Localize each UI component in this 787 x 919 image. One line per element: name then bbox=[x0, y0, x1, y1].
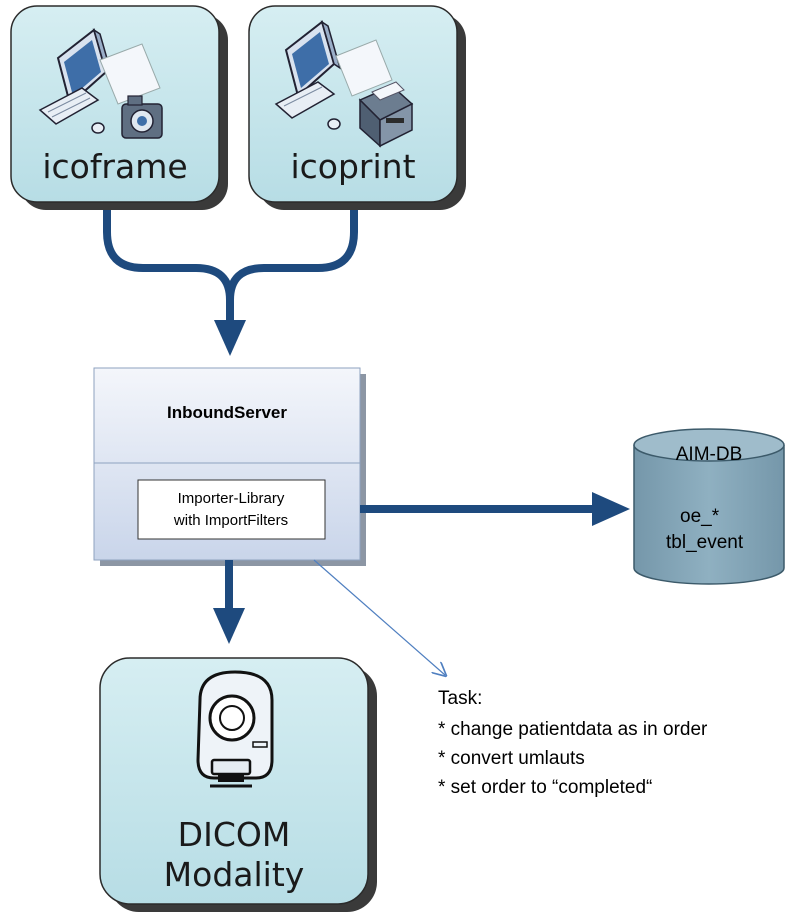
database-table-oe: oe_* bbox=[680, 506, 720, 527]
arrow-to-dicom bbox=[213, 560, 245, 644]
arrowhead-to-server bbox=[214, 320, 246, 356]
inbound-server-title: InboundServer bbox=[167, 403, 287, 422]
task-heading: Task: bbox=[438, 688, 482, 709]
dicom-label-line1: DICOM bbox=[178, 815, 291, 854]
task-item: * set order to “completed“ bbox=[438, 777, 652, 798]
dicom-label-line2: Modality bbox=[164, 855, 305, 894]
dicom-modality-node: DICOM Modality bbox=[99, 657, 377, 912]
icoprint-label: icoprint bbox=[290, 147, 415, 186]
task-item: * change patientdata as in order bbox=[438, 719, 708, 740]
importer-library-box bbox=[137, 479, 326, 540]
task-item: * convert umlauts bbox=[438, 748, 585, 769]
workstation-printer-icon bbox=[274, 20, 414, 148]
importer-library-line2: with ImportFilters bbox=[173, 512, 288, 529]
arrow-to-database bbox=[360, 492, 630, 526]
icoframe-node: icoframe bbox=[10, 5, 228, 210]
workstation-camera-icon bbox=[38, 28, 163, 139]
icoframe-label: icoframe bbox=[42, 147, 187, 186]
note-pointer-arrow bbox=[313, 559, 445, 675]
importer-library-line1: Importer-Library bbox=[178, 490, 285, 507]
task-note: Task: * change patientdata as in order *… bbox=[438, 688, 708, 798]
scanner-icon bbox=[196, 670, 274, 788]
database-cylinder: AIM-DB oe_* tbl_event bbox=[633, 428, 785, 585]
inbound-server-box: InboundServer Importer-Library with Impo… bbox=[93, 367, 366, 566]
merge-connectors bbox=[103, 210, 358, 326]
database-table-event: tbl_event bbox=[666, 532, 744, 553]
database-name: AIM-DB bbox=[676, 444, 743, 465]
icoprint-node: icoprint bbox=[248, 5, 466, 210]
